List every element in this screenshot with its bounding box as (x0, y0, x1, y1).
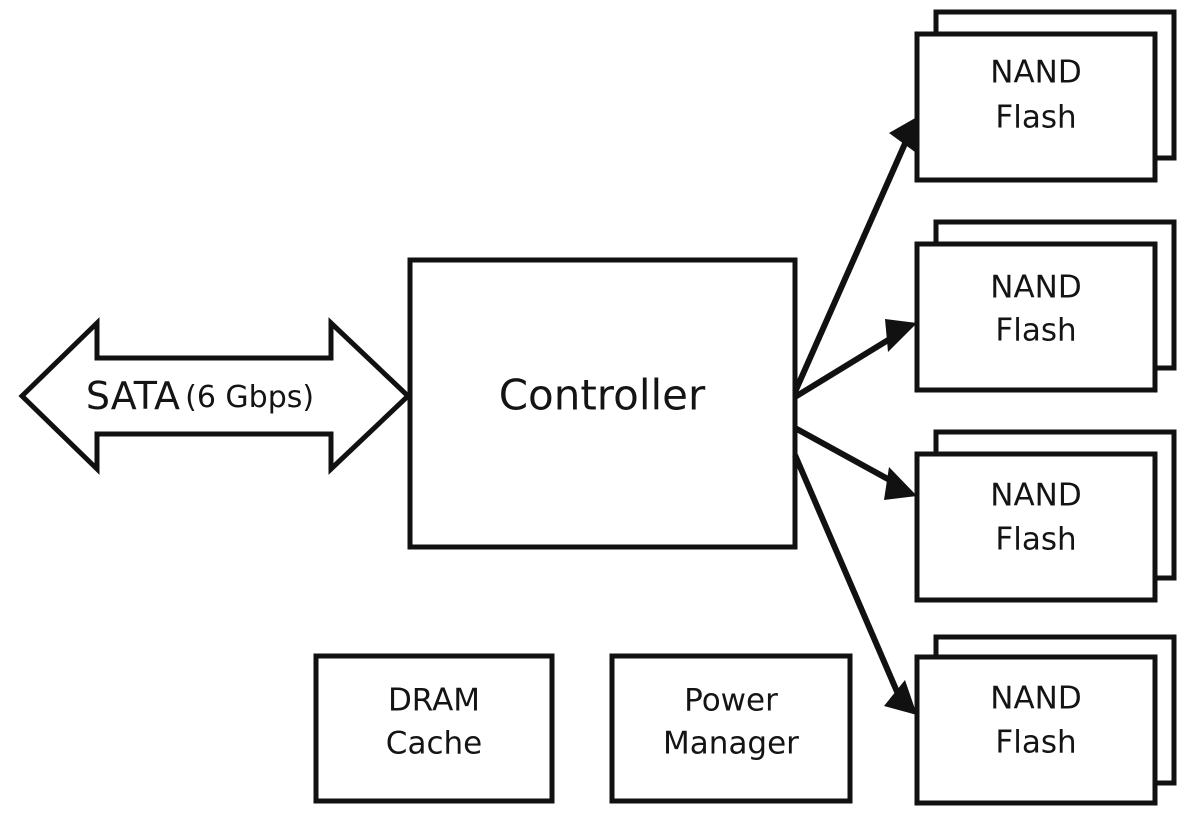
connector-line-1 (792, 137, 910, 394)
sata-name-text: SATA (86, 374, 180, 418)
connector-line-2 (793, 331, 900, 400)
connector-line-3 (793, 425, 899, 487)
nand-label-4-line2: Flash (995, 725, 1076, 761)
nand-front-box-4 (914, 654, 1158, 806)
arrowhead-4 (884, 680, 917, 715)
power-manager-box (609, 653, 853, 804)
sata-speed-text: (6 Gbps) (185, 380, 314, 415)
controller-block (407, 257, 798, 550)
sata-label-group: SATA (6 Gbps) (86, 374, 314, 418)
nand-label-3-line1: NAND (990, 478, 1081, 514)
dram-cache-block (313, 653, 555, 804)
nand-label-2-line1: NAND (990, 270, 1081, 306)
nand-label-2-line2: Flash (995, 313, 1076, 349)
nand-stack-1 (914, 9, 1177, 183)
controller-box (407, 257, 798, 550)
nand-front-box-2 (914, 241, 1158, 393)
dram-cache-label-line1: DRAM (388, 683, 480, 719)
power-manager-label-line1: Power (684, 683, 778, 719)
nand-front-box-1 (914, 31, 1158, 183)
nand-label-4-line1: NAND (990, 681, 1081, 717)
power-manager-label-line2: Manager (663, 726, 799, 762)
connector-arrow-1 (792, 117, 917, 394)
connector-arrow-3 (793, 425, 917, 500)
arrowhead-1 (889, 117, 917, 152)
dram-cache-box (313, 653, 555, 804)
connector-line-4 (792, 453, 901, 696)
nand-stack-4 (914, 634, 1177, 806)
sata-label: SATA (6 Gbps) (86, 374, 314, 418)
nand-stack-2 (914, 219, 1177, 393)
nand-label-1-line1: NAND (990, 55, 1081, 91)
nand-label-1-line2: Flash (995, 100, 1076, 136)
dram-cache-label-line2: Cache (386, 726, 482, 762)
connector-arrow-4 (792, 453, 917, 715)
arrowhead-3 (884, 467, 917, 500)
controller-label: Controller (499, 371, 706, 420)
nand-stack-3 (914, 429, 1177, 603)
nand-front-box-3 (914, 451, 1158, 603)
arrowhead-2 (885, 319, 917, 352)
power-manager-block (609, 653, 853, 804)
connector-arrow-2 (793, 319, 917, 400)
nand-label-3-line2: Flash (995, 522, 1076, 558)
